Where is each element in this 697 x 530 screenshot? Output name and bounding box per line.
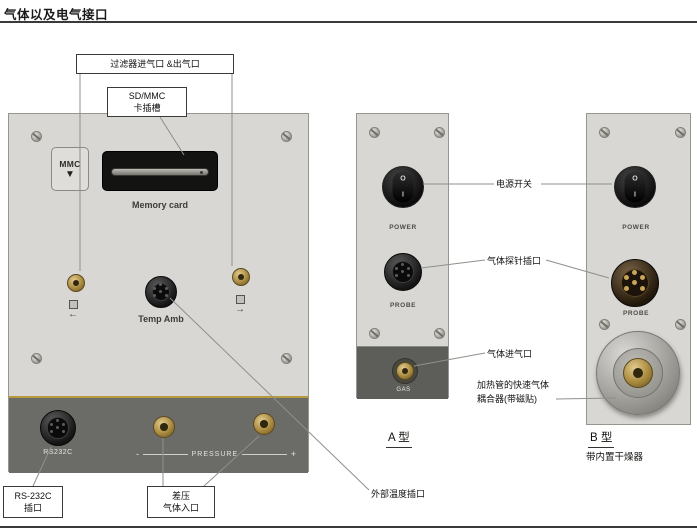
power-label-a: POWER: [389, 224, 417, 231]
screw-icon: [369, 328, 380, 339]
connector-pins: [391, 260, 415, 284]
probe-connector-a: [384, 253, 422, 291]
flow-direction-icon-left: ←: [63, 300, 83, 324]
screw-icon: [599, 127, 610, 138]
switch-off-mark: O: [400, 175, 406, 183]
bottom-divider: [0, 526, 697, 528]
callout-rs232c: RS-232C 插口: [3, 486, 63, 518]
callout-heater-coupler-line2: 耦合器(带磁贴): [477, 394, 537, 404]
power-switch-a: O I: [382, 166, 424, 208]
mmc-logo: MMC ▼: [51, 147, 89, 191]
switch-rocker: O I: [392, 171, 414, 203]
switch-off-mark: O: [632, 175, 638, 183]
panel-bottom-band: RS232C - PRESSURE +: [9, 398, 308, 473]
panel-b-subtitle: 带内置干燥器: [586, 452, 644, 463]
screw-icon: [369, 127, 380, 138]
screw-icon: [434, 127, 445, 138]
accent-stripe: [9, 396, 308, 398]
fitting-glyph: [235, 295, 245, 304]
callout-filter-ports: 过滤器进气口 &出气口: [76, 54, 234, 74]
probe-label-b: PROBE: [622, 310, 650, 317]
screw-icon: [31, 353, 42, 364]
right-arrow-icon: →: [235, 304, 245, 315]
power-label-b: POWER: [622, 224, 650, 231]
temp-amb-label: Temp Amb: [138, 314, 184, 324]
filter-inlet-port: [67, 274, 85, 292]
gas-label-a: GAS: [396, 387, 411, 393]
gas-section-a: GAS: [357, 346, 448, 399]
dryer-coupler: [596, 331, 680, 415]
callout-sd-mmc: SD/MMC 卡插槽: [107, 87, 187, 117]
connector-pins: [620, 268, 650, 298]
left-arrow-icon: ←: [68, 309, 78, 320]
dash-line: [143, 454, 188, 455]
callout-heater-coupler-line1: 加热管的快速气体: [477, 380, 550, 390]
callout-power-switch: 电源开关: [496, 179, 533, 189]
temp-amb-connector: [145, 276, 177, 308]
screw-icon: [675, 319, 686, 330]
pressure-label: PRESSURE: [191, 451, 239, 458]
pressure-row: - PRESSURE +: [136, 450, 296, 459]
mmc-logo-text: MMC: [59, 158, 81, 169]
dash-line: [242, 454, 287, 455]
callout-gas-probe: 气体探针插口: [487, 256, 542, 266]
panel-b-type-label: B 型: [588, 429, 615, 448]
screw-icon: [281, 353, 292, 364]
filter-outlet-port: [232, 268, 250, 286]
probe-connector-b: [611, 259, 659, 307]
callout-heater-coupler: 加热管的快速气体 耦合器(带磁贴): [477, 378, 549, 406]
memory-card-label: Memory card: [131, 200, 189, 210]
panel-a-type-label: A 型: [386, 429, 412, 448]
callout-rs232c-line2: 插口: [23, 503, 42, 513]
callout-sd-mmc-line2: 卡插槽: [133, 103, 161, 113]
callout-ext-temp: 外部温度插口: [371, 489, 426, 499]
screw-icon: [281, 131, 292, 142]
pressure-port-plus: [253, 413, 275, 435]
pressure-plus-label: +: [290, 449, 296, 459]
callout-gas-inlet: 气体进气口: [487, 349, 533, 359]
switch-on-mark: I: [634, 191, 636, 199]
screw-icon: [434, 328, 445, 339]
panel-type-b: O I POWER PROBE: [586, 113, 691, 425]
main-device-panel: MMC ▼ Memory card ← → Temp Amb RS232C: [8, 113, 309, 473]
pressure-port-minus: [153, 416, 175, 438]
screw-icon: [599, 319, 610, 330]
probe-label-a: PROBE: [389, 302, 417, 309]
connector-pins: [151, 282, 171, 302]
connector-pins: [47, 417, 69, 439]
title-divider: [0, 21, 697, 23]
power-switch-b: O I: [614, 166, 656, 208]
mmc-down-arrow-icon: ▼: [65, 168, 75, 180]
screw-icon: [675, 127, 686, 138]
callout-sd-mmc-line1: SD/MMC: [128, 91, 166, 101]
rs232c-connector: [40, 410, 76, 446]
callout-diff-pressure-line1: 差压: [171, 491, 190, 501]
coupler-gas-fitting: [623, 358, 653, 388]
switch-rocker: O I: [624, 171, 646, 203]
rs232c-label: RS232C: [43, 449, 73, 456]
pressure-minus-label: -: [136, 449, 139, 459]
switch-on-mark: I: [402, 191, 404, 199]
fitting-glyph: [68, 300, 78, 309]
gas-port-a: [396, 362, 414, 380]
callout-diff-pressure: 差压 气体入口: [147, 486, 215, 518]
callout-rs232c-line1: RS-232C: [14, 491, 52, 501]
card-slot-opening: [111, 168, 209, 176]
page-title: 气体以及电气接口: [4, 8, 109, 22]
callout-diff-pressure-line2: 气体入口: [162, 503, 199, 513]
memory-card-slot: [102, 151, 218, 191]
screw-icon: [31, 131, 42, 142]
flow-direction-icon-right: →: [230, 295, 250, 319]
callout-filter-ports-label: 过滤器进气口 &出气口: [110, 59, 200, 69]
panel-type-a: O I POWER PROBE GAS: [356, 113, 449, 399]
